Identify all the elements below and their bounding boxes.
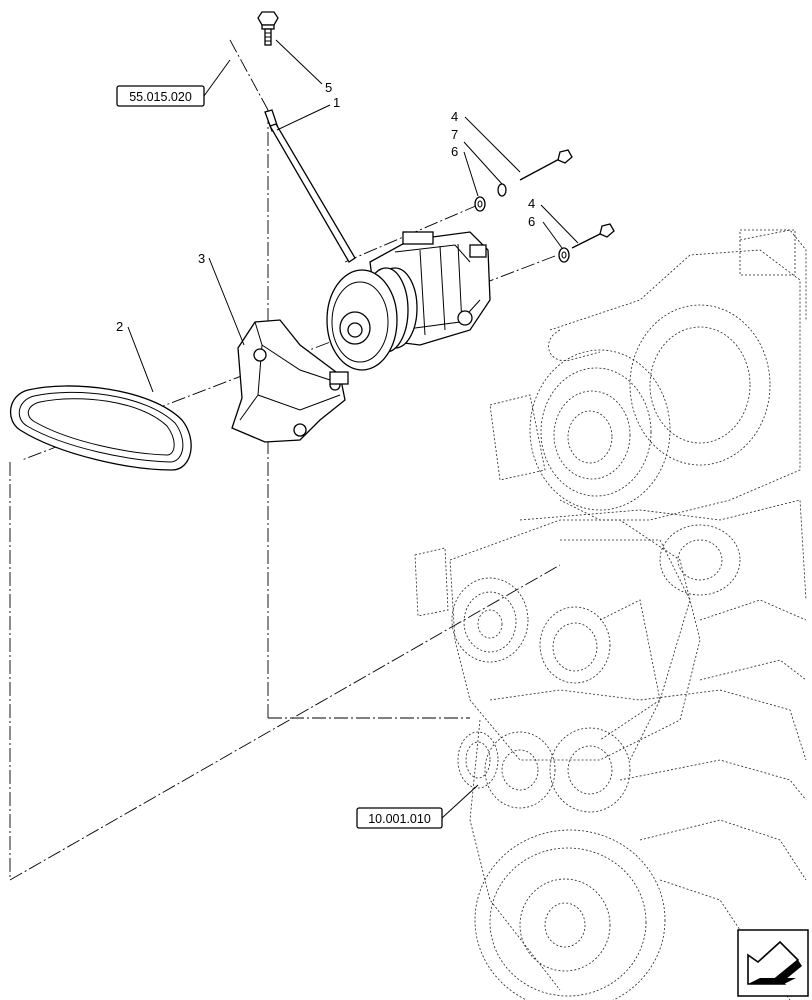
callout-6-lower: 6: [528, 214, 535, 229]
callout-1: 1: [333, 95, 340, 110]
engine-ghost-outline: [414, 229, 807, 1000]
bolt-part-4-lower: [571, 223, 615, 249]
callout-4-lower: 4: [528, 196, 535, 211]
callout-2: 2: [116, 319, 123, 334]
mounting-bracket-part-3: [231, 319, 349, 443]
washer-part-6-upper: [474, 196, 486, 212]
reference-box-upper[interactable]: 55.015.020: [116, 85, 205, 107]
reference-label-lower: 10.001.010: [368, 812, 431, 826]
leader-lines: [127, 39, 579, 819]
callouts: 5 1 3 2 4 7 6 4 6: [116, 80, 535, 334]
bolt-part-5: [257, 11, 279, 46]
bolt-part-4-upper: [519, 149, 573, 181]
callout-5: 5: [325, 80, 332, 95]
callout-7: 7: [451, 127, 458, 142]
front-arrow-icon: [737, 929, 809, 997]
washer-part-6-lower: [558, 247, 570, 263]
callout-3: 3: [198, 251, 205, 266]
ac-compressor: [326, 231, 491, 371]
lock-washer-part-7: [497, 183, 507, 197]
reference-label-upper: 55.015.020: [129, 90, 192, 104]
drive-belt-part-2: [10, 385, 192, 471]
assembly-lines: [9, 39, 561, 881]
reference-box-lower[interactable]: 10.001.010: [356, 807, 443, 829]
callout-4-upper: 4: [451, 109, 458, 124]
callout-6-upper: 6: [451, 144, 458, 159]
support-rod-part-1: [264, 109, 356, 263]
